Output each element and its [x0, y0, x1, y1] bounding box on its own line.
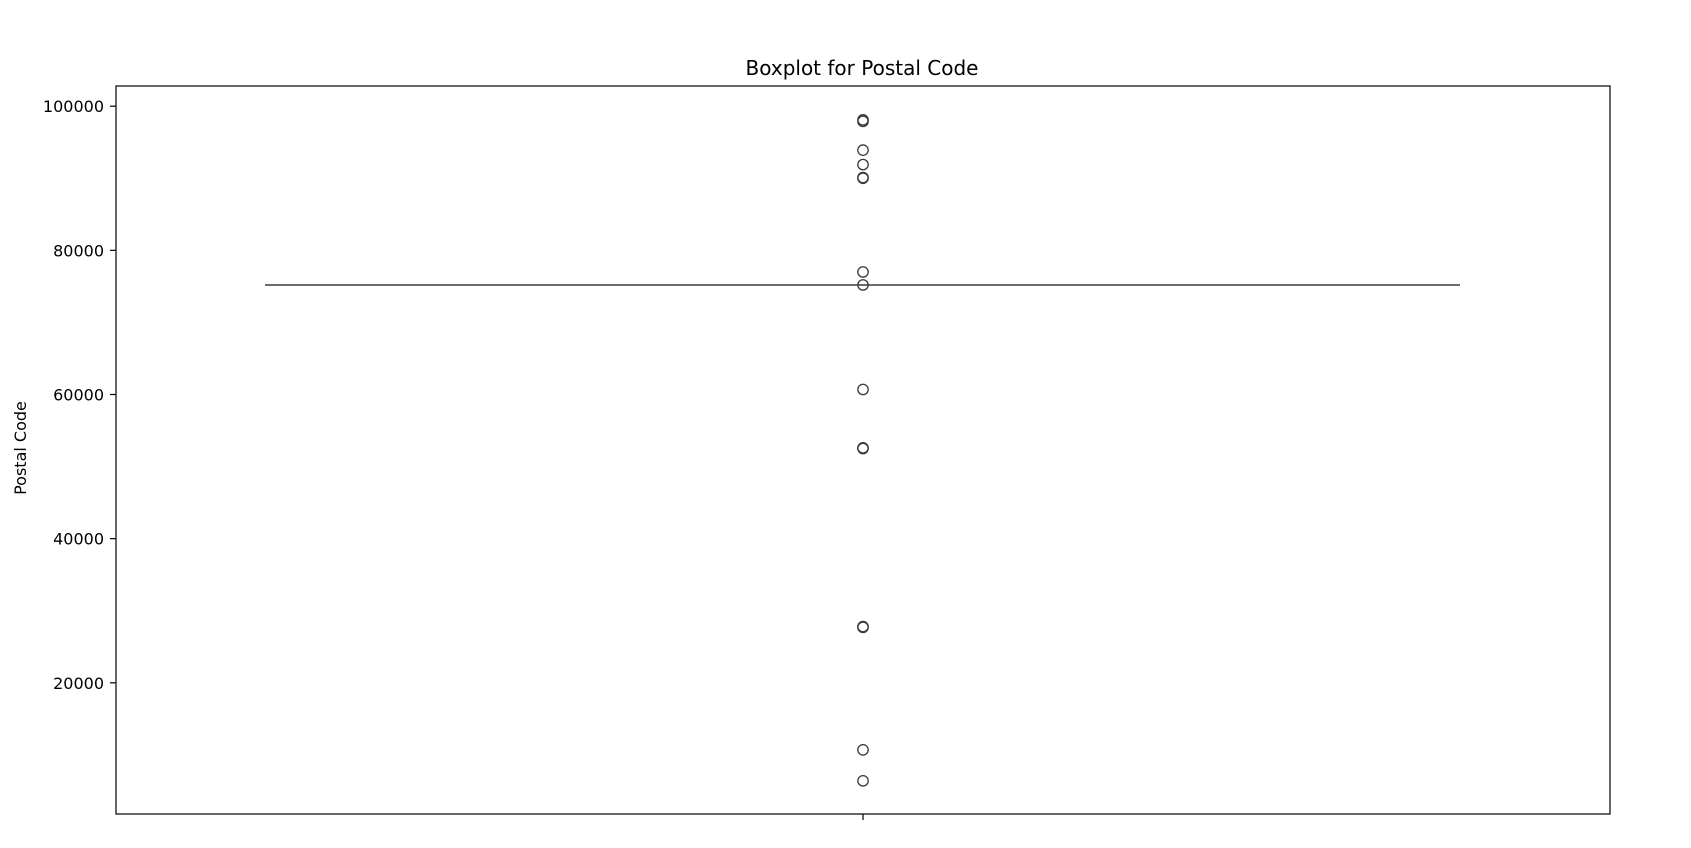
y-tick-label: 80000 [53, 241, 104, 260]
y-tick-label: 60000 [53, 385, 104, 404]
y-tick-label: 20000 [53, 674, 104, 693]
outlier-point [857, 279, 869, 291]
outlier-point [857, 743, 869, 756]
plot-area [265, 114, 1460, 787]
y-tick-label: 40000 [53, 530, 104, 549]
plot-frame [115, 85, 1611, 815]
outlier-point [857, 442, 869, 455]
y-tick-label: 100000 [43, 97, 104, 116]
outlier-point [857, 774, 869, 787]
outlier-point [857, 171, 869, 184]
outlier-point [857, 115, 869, 128]
outlier-point [857, 144, 869, 157]
outlier-point [857, 621, 869, 634]
outlier-point [857, 266, 869, 278]
y-axis-label: Postal Code [11, 401, 30, 495]
chart-title: Boxplot for Postal Code [746, 56, 979, 80]
outlier-point [857, 158, 869, 171]
outlier-point [857, 383, 869, 396]
